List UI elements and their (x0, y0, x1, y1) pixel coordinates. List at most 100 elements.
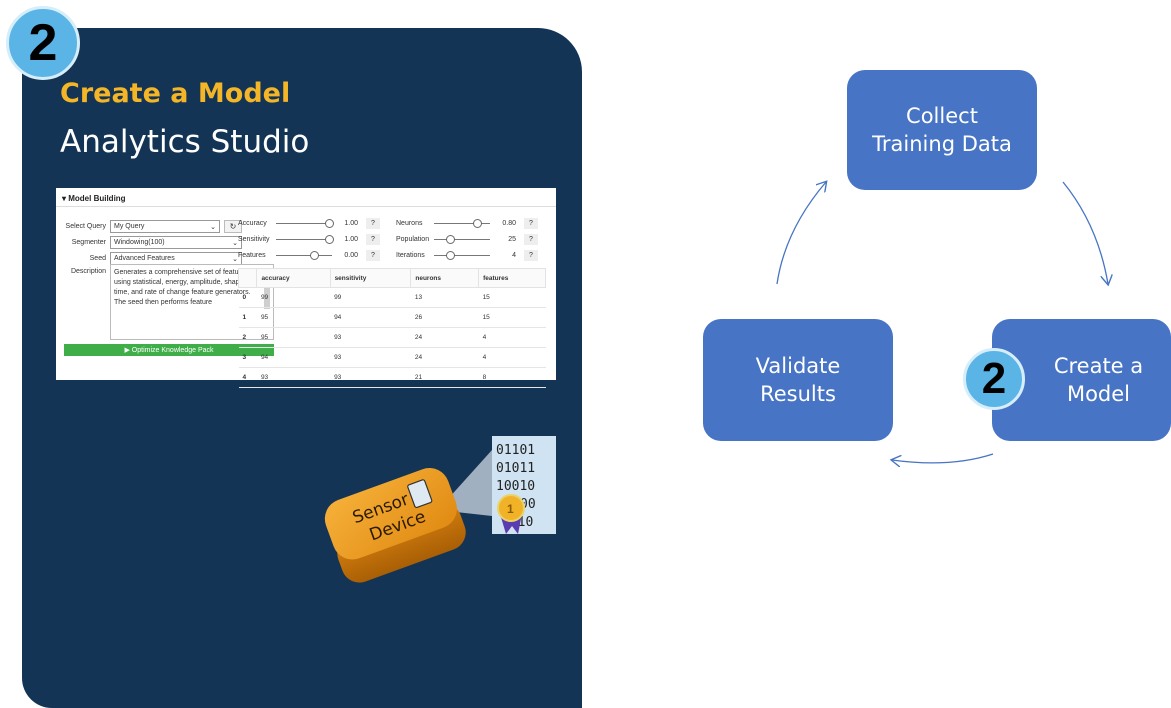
segmenter-dropdown[interactable]: Windowing(100)⌄ (110, 236, 242, 249)
slider-neurons: Neurons 0.80? (396, 218, 538, 229)
table-cell: 95 (256, 327, 331, 348)
select-query-value: My Query (114, 223, 145, 230)
arrow-collect-to-create (1062, 181, 1108, 284)
panel-title: Create a Model (60, 78, 291, 109)
slider-value: 4 (512, 252, 516, 259)
sensor-box: Sensor Device (324, 467, 466, 583)
slider-label: Neurons (396, 220, 423, 227)
chevron-down-icon: ⌄ (232, 255, 238, 263)
slider-knob[interactable] (473, 219, 483, 228)
node-validate-line1: Validate (755, 354, 841, 378)
table-cell: 95 (256, 307, 331, 328)
seed-value: Advanced Features (114, 255, 175, 262)
table-header-cell[interactable]: sensitivity (329, 268, 412, 288)
model-building-header: ▾ Model Building (62, 194, 126, 203)
slider-track[interactable] (276, 235, 334, 244)
help-button[interactable]: ? (366, 250, 380, 261)
slider-knob[interactable] (325, 235, 334, 244)
segmenter-label: Segmenter (71, 239, 106, 246)
description-label: Description (70, 268, 106, 275)
binary-line-3: 10010 (496, 479, 535, 494)
select-query-label: Select Query (65, 223, 106, 230)
step-2-badge-small: 2 (963, 348, 1025, 410)
node-collect-line1: Collect (906, 104, 978, 128)
slider-value: 25 (508, 236, 516, 243)
table-header-cell[interactable]: features (478, 268, 546, 288)
slider-knob[interactable] (446, 251, 456, 260)
node-validate-line2: Results (760, 382, 836, 406)
help-button[interactable]: ? (524, 234, 538, 245)
select-query-dropdown[interactable]: My Query ⌄ (110, 220, 220, 233)
table-cell: 94 (256, 347, 331, 368)
help-button[interactable]: ? (524, 218, 538, 229)
table-cell: 93 (256, 367, 331, 388)
slider-track[interactable] (276, 251, 332, 260)
table-cell: 93 (330, 367, 411, 388)
slider-track[interactable] (434, 235, 490, 244)
table-cell: 26 (410, 307, 479, 328)
slider-track[interactable] (434, 251, 490, 260)
table-cell: 3 (238, 347, 257, 368)
slider-track[interactable] (276, 219, 334, 228)
step-2-badge: 2 (6, 6, 80, 80)
table-header-cell[interactable]: neurons (410, 268, 480, 288)
slider-value: 1.00 (344, 236, 358, 243)
table-cell: 2 (238, 327, 257, 348)
slider-accuracy: Accuracy 1.00? (238, 218, 380, 229)
slider-label: Accuracy (238, 220, 267, 227)
select-query-row: Select Query My Query ⌄ ↻ (62, 220, 242, 233)
slider-label: Features (238, 252, 266, 259)
table-cell: 93 (330, 327, 411, 348)
table-cell: 1 (238, 307, 257, 328)
table-header-cell[interactable] (237, 268, 258, 288)
table-cell: 15 (478, 307, 546, 328)
slider-knob[interactable] (310, 251, 320, 260)
divider (56, 206, 556, 207)
seed-label: Seed (89, 255, 106, 262)
table-cell: 8 (478, 367, 546, 388)
table-cell: 24 (410, 347, 479, 368)
slider-knob[interactable] (325, 219, 334, 228)
slider-iterations: Iterations 4? (396, 250, 538, 261)
table-header-cell[interactable]: accuracy (256, 268, 331, 288)
segmenter-value: Windowing(100) (114, 239, 165, 246)
slider-track[interactable] (434, 219, 490, 228)
node-collect-line2: Training Data (872, 132, 1012, 156)
description-text: Generates a comprehensive set of feature… (114, 269, 251, 306)
help-button[interactable]: ? (524, 250, 538, 261)
arrow-validate-to-collect (776, 182, 826, 285)
slider-label: Iterations (396, 252, 425, 259)
medal-icon (497, 494, 525, 522)
table-cell: 99 (256, 287, 331, 308)
slider-value: 0.00 (344, 252, 358, 259)
help-button[interactable]: ? (366, 234, 380, 245)
node-create-line1: Create a (1053, 354, 1144, 378)
table-cell: 99 (330, 287, 411, 308)
help-button[interactable]: ? (366, 218, 380, 229)
slider-value: 1.00 (344, 220, 358, 227)
chevron-down-icon: ⌄ (210, 223, 216, 231)
slider-features: Features 0.00? (238, 250, 380, 261)
table-cell: 24 (410, 327, 479, 348)
slider-knob[interactable] (446, 235, 456, 244)
analytics-studio-screenshot: ▾ Model Building Select Query My Query ⌄ … (56, 188, 556, 388)
document-icon (407, 479, 433, 509)
table-cell: 21 (410, 367, 479, 388)
binary-line-1: 01101 (496, 443, 535, 458)
refresh-icon[interactable]: ↻ (224, 220, 242, 233)
table-cell: 93 (330, 347, 411, 368)
optimize-knowledge-pack-button[interactable]: ▶ Optimize Knowledge Pack (64, 344, 274, 356)
slider-value: 0.80 (502, 220, 516, 227)
table-cell: 4 (478, 347, 546, 368)
